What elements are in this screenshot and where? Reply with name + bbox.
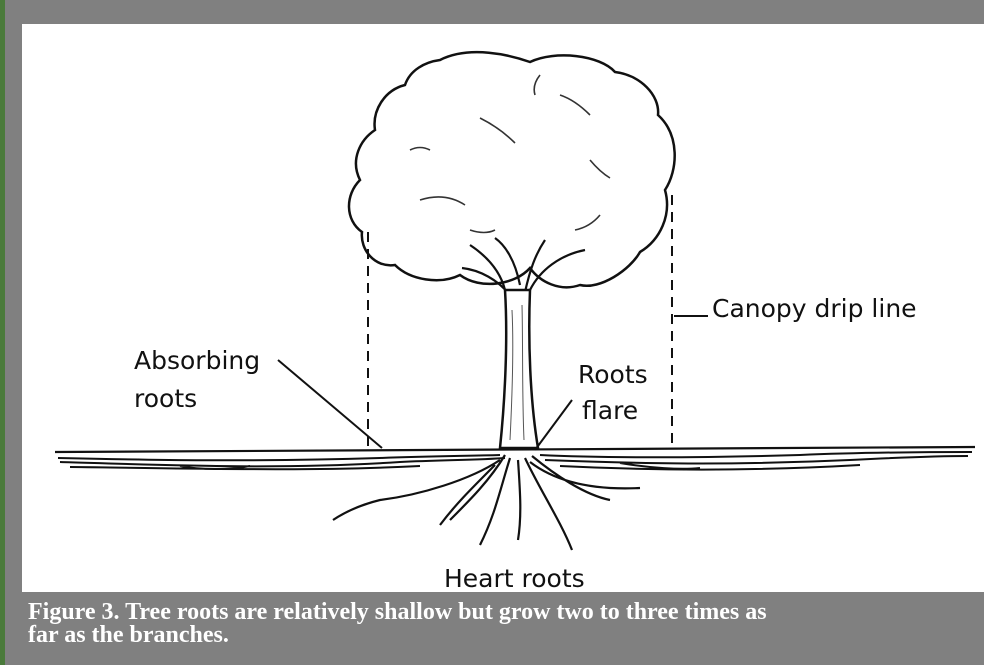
shallow-roots — [58, 452, 972, 470]
tree-canopy — [349, 52, 675, 287]
canopy-drip-line-label: Canopy drip line — [712, 294, 917, 324]
caption-line-1: Figure 3. Tree roots are relatively shal… — [28, 601, 968, 624]
absorbing-roots-leader — [278, 360, 382, 448]
absorbing-roots-label-line2: roots — [134, 384, 197, 414]
roots-flare-label-line1: Roots — [578, 360, 648, 390]
tree-trunk — [500, 290, 538, 448]
heart-roots — [333, 455, 640, 550]
roots-flare-leader — [535, 400, 572, 450]
heart-roots-label: Heart roots — [444, 564, 585, 594]
caption-line-2: far as the branches. — [28, 624, 968, 647]
figure-caption: Figure 3. Tree roots are relatively shal… — [28, 601, 968, 647]
roots-flare-label-line2: flare — [582, 396, 638, 426]
absorbing-roots-label-line1: Absorbing — [134, 346, 260, 376]
